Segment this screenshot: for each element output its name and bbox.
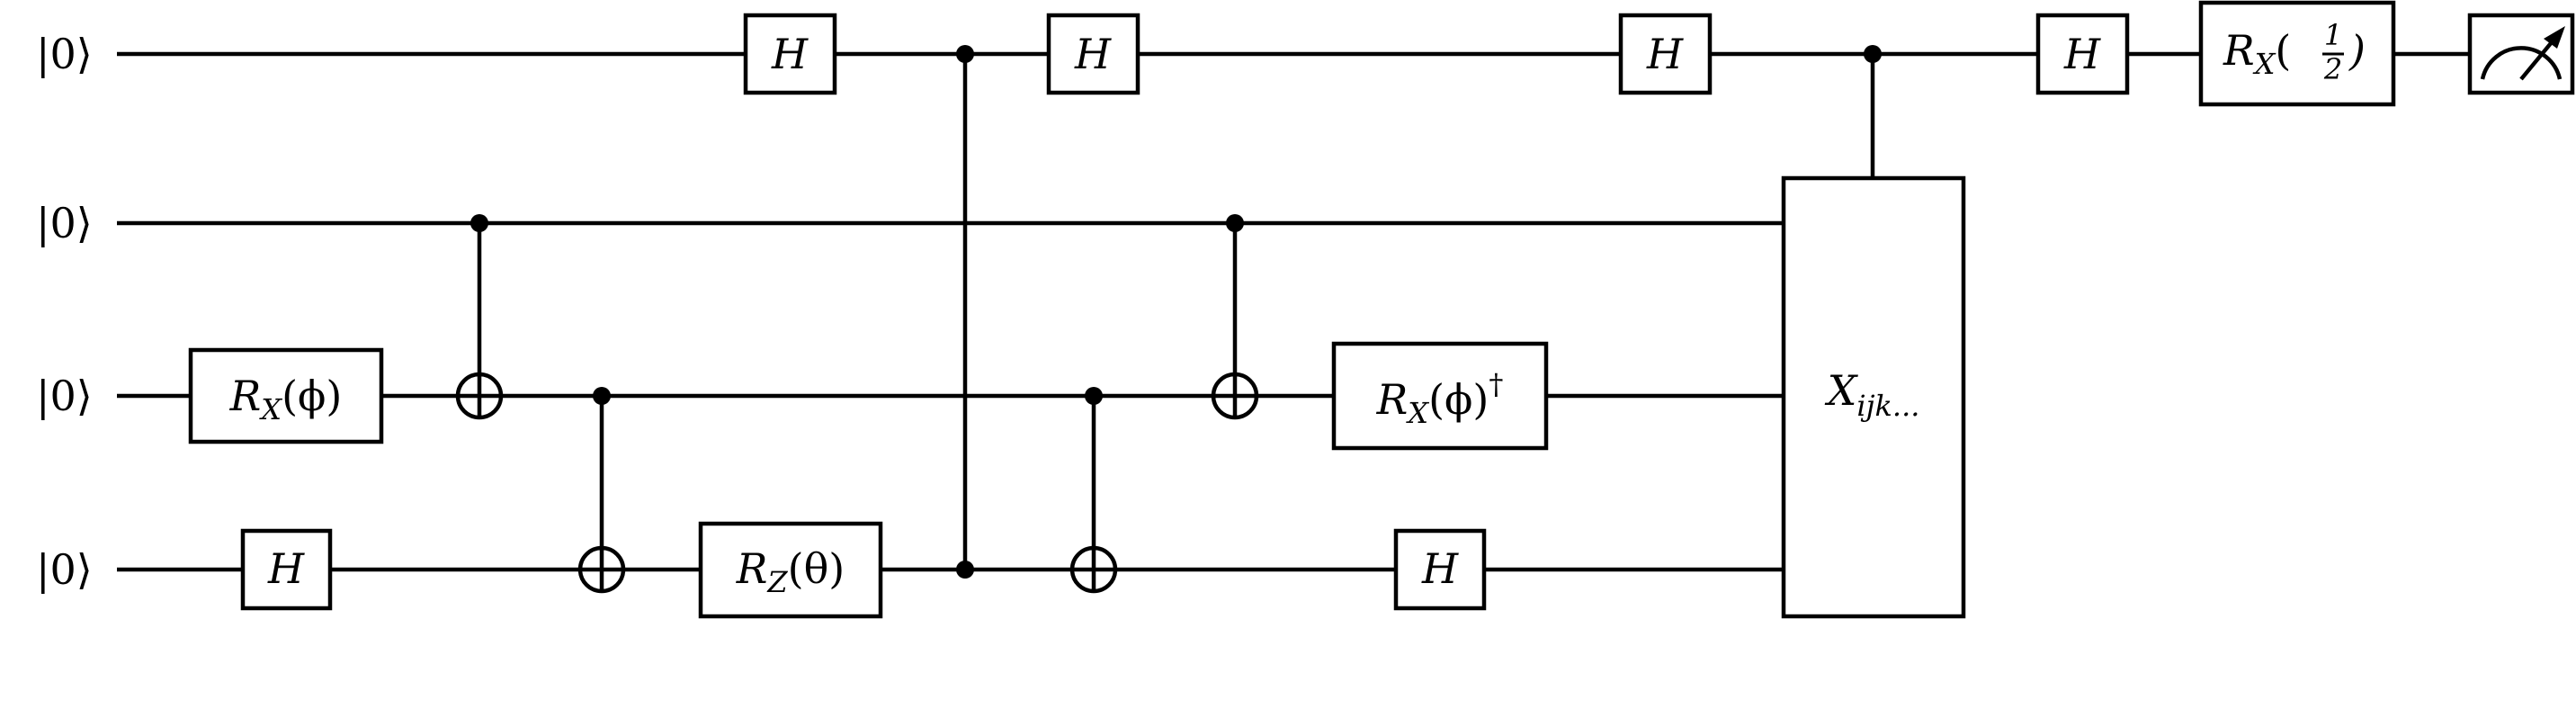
cnot-4-target — [1211, 372, 1259, 420]
rz-theta-sub: Z — [766, 565, 788, 599]
x-ijk-base: X — [1825, 366, 1859, 415]
svg-text:RX(ϕ): RX(ϕ) — [229, 372, 343, 426]
h-gate-q3-b: H — [1393, 528, 1487, 611]
rx-phi-gate: RX(ϕ) — [188, 347, 384, 444]
cz-control-top — [956, 45, 974, 63]
h-gate-q0-c: H — [1618, 13, 1713, 95]
qubit-init-3: |0⟩ — [36, 545, 93, 594]
cnot-1-target — [455, 372, 504, 420]
h-gate-label: H — [1646, 30, 1684, 78]
h-gate-q0-b: H — [1046, 13, 1140, 95]
rx-half-open: ( — [2275, 26, 2291, 75]
h-gate-q0-a: H — [743, 13, 837, 95]
controlled-x-control — [1864, 45, 1882, 63]
rx-phi-dag-sup: † — [1489, 367, 1503, 401]
h-gate-label: H — [1421, 544, 1459, 593]
h-gate-q0-d: H — [2035, 13, 2130, 95]
rx-phi-dag-arg: (ϕ) — [1428, 375, 1489, 424]
svg-text:Xijk...: Xijk... — [1825, 366, 1920, 423]
h-gate-q3-a: H — [240, 528, 333, 611]
rx-phi-base: R — [229, 372, 262, 420]
h-gate-label: H — [267, 544, 305, 593]
rz-theta-arg: (θ) — [788, 544, 845, 593]
rx-phi-sub: X — [258, 392, 282, 426]
rx-phi-dag-base: R — [1376, 375, 1409, 424]
h-gate-label: H — [1074, 30, 1112, 78]
cnot-1-control — [470, 214, 488, 232]
qubit-init-1: |0⟩ — [36, 199, 93, 247]
rx-half-close: ) — [2348, 26, 2366, 75]
rx-phi-dag-sub: X — [1405, 396, 1429, 430]
cnot-3-control — [1085, 387, 1103, 405]
rx-phi-arg: (ϕ) — [282, 372, 342, 420]
svg-text:RZ(θ): RZ(θ) — [736, 544, 845, 599]
cnot-2-control — [593, 387, 611, 405]
svg-text:RX(ϕ)†: RX(ϕ)† — [1376, 367, 1504, 430]
cnot-2-target — [577, 545, 626, 594]
rz-theta-base: R — [736, 544, 768, 593]
rx-half-base: R — [2223, 26, 2255, 75]
rx-half-den: 2 — [2323, 52, 2342, 86]
qubit-init-0: |0⟩ — [36, 30, 93, 78]
x-ijk-gate: Xijk... — [1781, 175, 1966, 619]
rx-phi-dagger-gate: RX(ϕ)† — [1331, 341, 1549, 451]
cnot-3-target — [1069, 545, 1118, 594]
h-gate-label: H — [2063, 30, 2101, 78]
h-gate-label: H — [771, 30, 809, 78]
x-ijk-sub: ijk... — [1856, 389, 1919, 423]
rx-half-sub: X — [2252, 47, 2276, 81]
qubit-init-2: |0⟩ — [36, 372, 93, 420]
rz-theta-gate: RZ(θ) — [698, 521, 883, 619]
rx-half-gate: RX( 1 2 ) — [2198, 0, 2396, 107]
svg-text:RX(: RX( — [2223, 26, 2291, 81]
cz-control-bottom — [956, 561, 974, 579]
cnot-4-control — [1226, 214, 1244, 232]
rx-half-num: 1 — [2324, 18, 2342, 52]
meter-icon — [2467, 13, 2575, 95]
